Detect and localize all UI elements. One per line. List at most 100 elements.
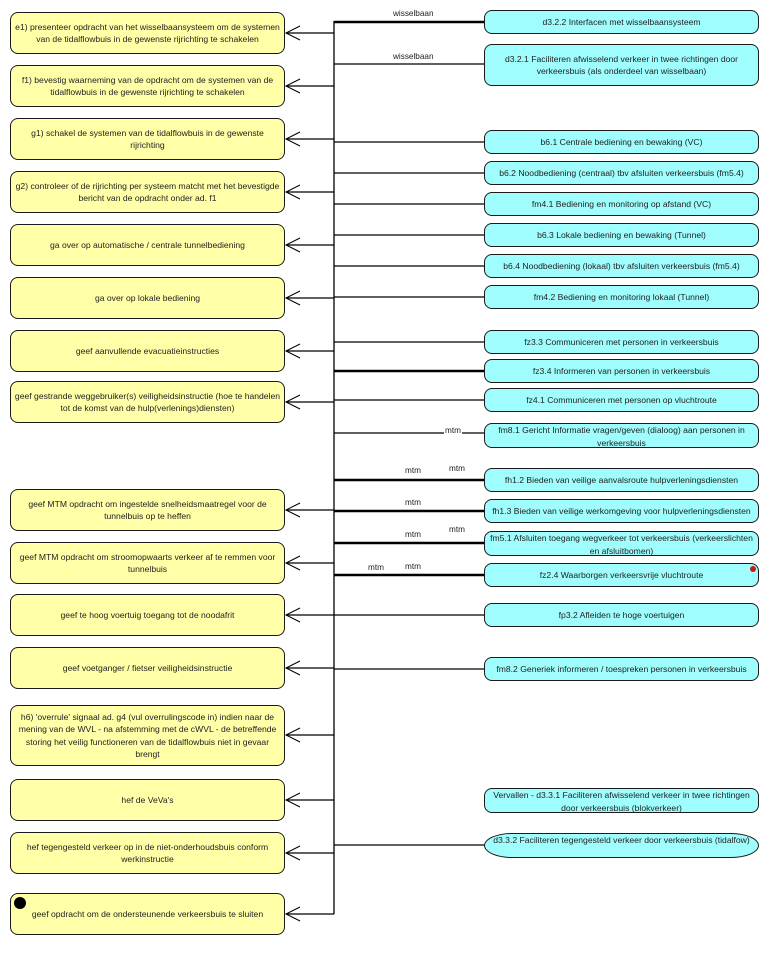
function-text: fp3.2 Afleiden te hoge voertuigen: [558, 609, 685, 620]
connector-label: mtm: [368, 563, 384, 572]
function-fz4-1[interactable]: fz4.1 Communiceren met personen op vluch…: [484, 388, 759, 412]
activity-text: h6) 'overrule' signaal ad. g4 (vul overr…: [18, 711, 277, 760]
arrowhead-icon: [284, 845, 301, 861]
function-fm5-1[interactable]: fm5.1 Afsluiten toegang wegverkeer tot v…: [484, 531, 759, 556]
arrowhead-icon: [284, 25, 301, 41]
function-b6-3[interactable]: b6.3 Lokale bediening en bewaking (Tunne…: [484, 223, 759, 247]
function-fz3-4[interactable]: fz3.4 Informeren van personen in verkeer…: [484, 359, 759, 383]
activity-text: geef opdracht om de ondersteunende verke…: [31, 908, 264, 919]
connector-label: mtm: [449, 464, 465, 473]
function-text: Vervallen - d3.3.1 Faciliteren afwissele…: [493, 790, 750, 813]
activity-text: g2) controleer of de rijrichting per sys…: [15, 180, 280, 204]
initial-node-icon: [14, 897, 26, 909]
activity-local[interactable]: ga over op lokale bediening: [10, 277, 285, 319]
activity-text: geef gestrande weggebruiker(s) veilighei…: [14, 390, 281, 414]
arrowhead-icon: [284, 131, 301, 147]
function-b6-1[interactable]: b6.1 Centrale bediening en bewaking (VC): [484, 130, 759, 154]
activity-text: g1) schakel de systemen van de tidalflow…: [31, 127, 264, 151]
marker-dot-icon: [750, 566, 756, 572]
connector-label: mtm: [405, 466, 421, 475]
activity-g1[interactable]: g1) schakel de systemen van de tidalflow…: [10, 118, 285, 160]
function-text: fm8.2 Generiek informeren / toespreken p…: [496, 663, 747, 674]
connector-label: mtm: [449, 525, 465, 534]
connector-label: wisselbaan: [393, 52, 434, 61]
activity-veva[interactable]: hef de VeVa's: [10, 779, 285, 821]
activity-text: geef aanvullende evacuatieinstructies: [75, 345, 220, 356]
arrowhead-icon: [284, 343, 301, 359]
activity-mtm-brake[interactable]: geef MTM opdracht om stroomopwaarts verk…: [10, 542, 285, 584]
arrowhead-icon: [284, 394, 301, 410]
function-text: fz3.4 Informeren van personen in verkeer…: [532, 365, 711, 376]
activity-h6[interactable]: h6) 'overrule' signaal ad. g4 (vul overr…: [10, 705, 285, 766]
function-text: fm8.1 Gericht Informatie vragen/geven (d…: [498, 425, 745, 448]
activity-text: ga over op lokale bediening: [94, 292, 201, 303]
function-text: fh1.2 Bieden van veilige aanvalsroute hu…: [504, 474, 739, 485]
function-text: fz4.1 Communiceren met personen op vluch…: [526, 394, 717, 405]
function-fh1-3[interactable]: fh1.3 Bieden van veilige werkomgeving vo…: [484, 499, 759, 523]
function-d3-2-2[interactable]: d3.2.2 Interfacen met wisselbaansysteem: [484, 10, 759, 34]
arrowhead-icon: [284, 290, 301, 306]
activity-opposite[interactable]: hef tegengesteld verkeer op in de niet-o…: [10, 832, 285, 874]
function-text: fh1.3 Bieden van veilige werkomgeving vo…: [492, 505, 751, 516]
function-text: fm4.2 Bediening en monitoring lokaal (Tu…: [533, 291, 710, 302]
arrowhead-icon: [284, 660, 301, 676]
connector-label: mtm: [405, 530, 421, 539]
function-d3-3-2[interactable]: d3.3.2 Faciliteren tegengesteld verkeer …: [484, 833, 759, 858]
function-fm4-2[interactable]: fm4.2 Bediening en monitoring lokaal (Tu…: [484, 285, 759, 309]
activity-text: hef tegengesteld verkeer op in de niet-o…: [26, 841, 269, 865]
function-fm8-1[interactable]: fm8.1 Gericht Informatie vragen/geven (d…: [484, 423, 759, 448]
function-text: d3.2.1 Faciliteren afwisselend verkeer i…: [504, 53, 739, 77]
function-text: fz2.4 Waarborgen verkeersvrije vluchtrou…: [539, 569, 704, 580]
activity-text: geef voetganger / fietser veiligheidsins…: [62, 662, 233, 673]
function-fm8-2[interactable]: fm8.2 Generiek informeren / toespreken p…: [484, 657, 759, 681]
function-text: b6.2 Noodbediening (centraal) tbv afslui…: [499, 167, 744, 178]
arrowhead-icon: [284, 78, 301, 94]
activity-text: ga over op automatische / centrale tunne…: [50, 239, 245, 250]
function-text: b6.4 Noodbediening (lokaal) tbv afsluite…: [503, 260, 740, 271]
arrowhead-icon: [284, 555, 301, 571]
activity-pedestrian[interactable]: geef voetganger / fietser veiligheidsins…: [10, 647, 285, 689]
activity-e1[interactable]: e1) presenteer opdracht van het wisselba…: [10, 12, 285, 54]
activity-g2[interactable]: g2) controleer of de rijrichting per sys…: [10, 171, 285, 213]
arrowhead-icon: [284, 727, 301, 743]
activity-tunnel-central[interactable]: ga over op automatische / centrale tunne…: [10, 224, 285, 266]
arrowhead-icon: [284, 906, 301, 922]
connector-label: mtm: [405, 562, 421, 571]
activity-high-vehicle[interactable]: geef te hoog voertuig toegang tot de noo…: [10, 594, 285, 636]
arrowhead-icon: [284, 184, 301, 200]
function-fp3-2[interactable]: fp3.2 Afleiden te hoge voertuigen: [484, 603, 759, 627]
function-text: b6.1 Centrale bediening en bewaking (VC): [540, 136, 703, 147]
function-b6-4[interactable]: b6.4 Noodbediening (lokaal) tbv afsluite…: [484, 254, 759, 278]
activity-text: e1) presenteer opdracht van het wisselba…: [15, 21, 280, 45]
function-d3-2-1[interactable]: d3.2.1 Faciliteren afwisselend verkeer i…: [484, 44, 759, 86]
function-fm4-1[interactable]: fm4.1 Bediening en monitoring op afstand…: [484, 192, 759, 216]
activity-text: hef de VeVa's: [121, 794, 174, 805]
function-d3-3-1[interactable]: Vervallen - d3.3.1 Faciliteren afwissele…: [484, 788, 759, 813]
connector-label: mtm: [444, 426, 462, 436]
activity-close[interactable]: geef opdracht om de ondersteunende verke…: [10, 893, 285, 935]
function-text: fz3.3 Communiceren met personen in verke…: [524, 336, 719, 347]
activity-text: geef te hoog voertuig toegang tot de noo…: [60, 609, 235, 620]
function-fz2-4[interactable]: fz2.4 Waarborgen verkeersvrije vluchtrou…: [484, 563, 759, 587]
function-text: b6.3 Lokale bediening en bewaking (Tunne…: [537, 229, 706, 240]
connector-label: wisselbaan: [393, 9, 434, 18]
activity-evac[interactable]: geef aanvullende evacuatieinstructies: [10, 330, 285, 372]
function-text: d3.3.2 Faciliteren tegengesteld verkeer …: [493, 835, 750, 845]
arrowhead-icon: [284, 792, 301, 808]
activity-text: geef MTM opdracht om stroomopwaarts verk…: [19, 551, 276, 575]
activity-f1[interactable]: f1) bevestig waarneming van de opdracht …: [10, 65, 285, 107]
function-fh1-2[interactable]: fh1.2 Bieden van veilige aanvalsroute hu…: [484, 468, 759, 492]
arrowhead-icon: [284, 502, 301, 518]
function-text: fm4.1 Bediening en monitoring op afstand…: [531, 198, 712, 209]
function-text: fm5.1 Afsluiten toegang wegverkeer tot v…: [490, 533, 753, 556]
activity-text: f1) bevestig waarneming van de opdracht …: [21, 74, 274, 98]
activity-stranded[interactable]: geef gestrande weggebruiker(s) veilighei…: [10, 381, 285, 423]
activity-mtm-speed[interactable]: geef MTM opdracht om ingestelde snelheid…: [10, 489, 285, 531]
function-text: d3.2.2 Interfacen met wisselbaansysteem: [542, 16, 701, 27]
arrowhead-icon: [284, 237, 301, 253]
function-b6-2[interactable]: b6.2 Noodbediening (centraal) tbv afslui…: [484, 161, 759, 185]
connector-label: mtm: [405, 498, 421, 507]
arrowhead-icon: [284, 607, 301, 623]
function-fz3-3[interactable]: fz3.3 Communiceren met personen in verke…: [484, 330, 759, 354]
activity-text: geef MTM opdracht om ingestelde snelheid…: [28, 498, 267, 522]
